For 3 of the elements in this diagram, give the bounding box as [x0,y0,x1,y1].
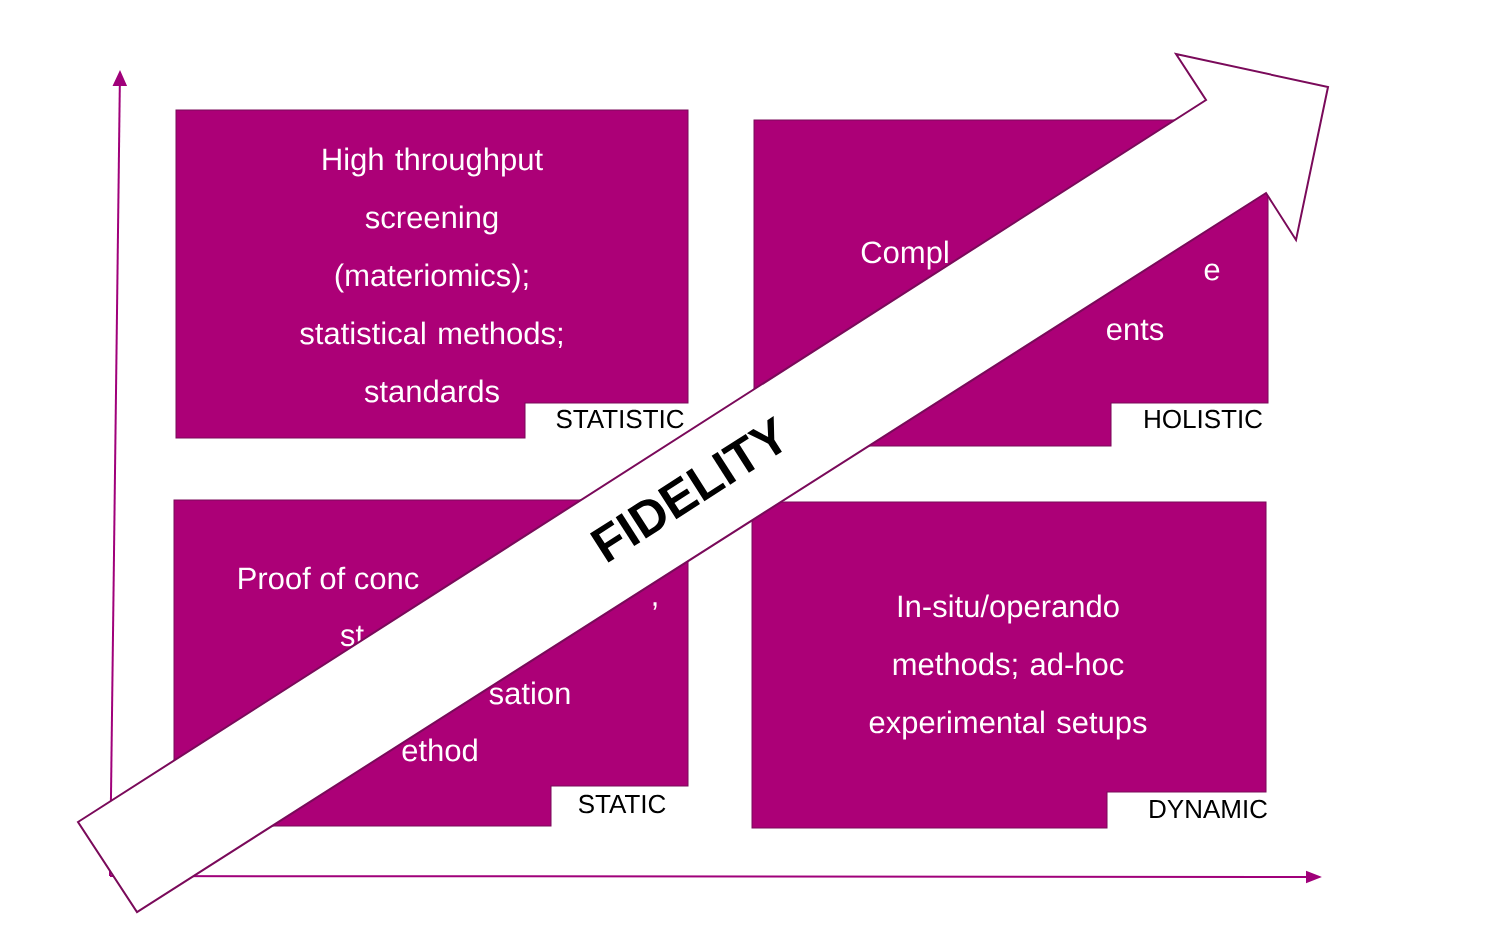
corner-label: DYNAMIC [1150,799,1267,819]
corner-label: STATIC [578,794,666,814]
corner-label: HOLISTIC [1145,409,1262,429]
